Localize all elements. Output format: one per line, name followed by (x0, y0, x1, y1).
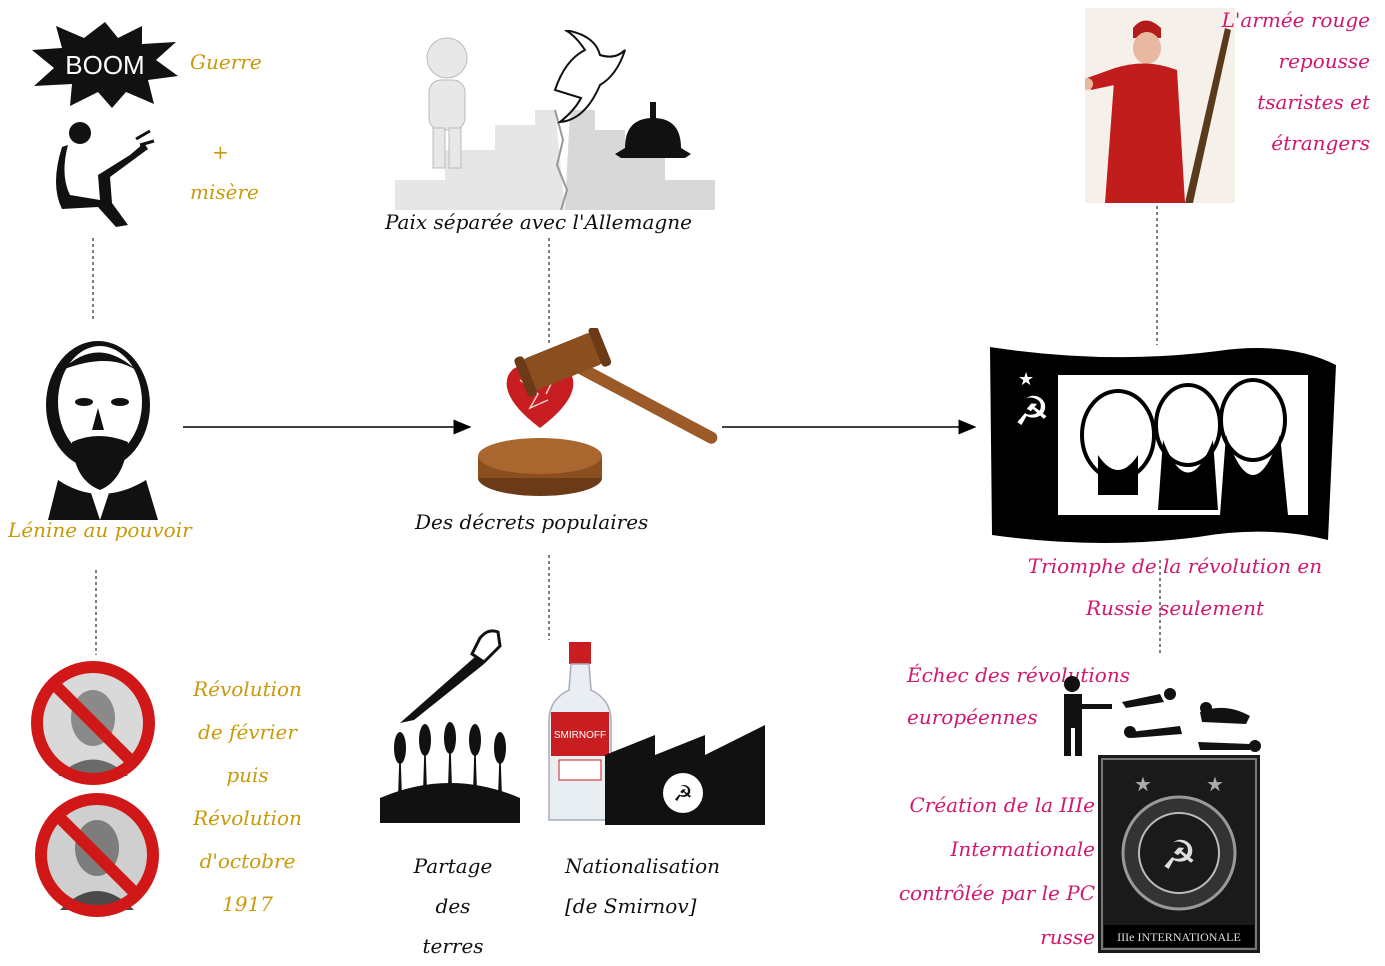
misere-label: misère (190, 180, 259, 204)
partage-label: Partage des terres (413, 854, 493, 958)
paix-illustration (395, 30, 715, 210)
gavel-heart-icon (478, 328, 718, 496)
svg-text:★: ★ (1018, 369, 1034, 390)
echec-label: Échec des révolutions européennes (907, 663, 1130, 729)
dove-icon (553, 30, 626, 124)
boom-icon: BOOM (32, 22, 178, 108)
plus-label: + (212, 140, 229, 164)
creation-label: Création de la IIIe Internationale contr… (898, 793, 1095, 949)
nationalisation-label: Nationalisation [de Smirnov] (565, 854, 721, 918)
lenine-label: Lénine au pouvoir (8, 518, 192, 542)
banned-tsar-icon (31, 661, 155, 785)
factory-icon: ☭ (605, 725, 765, 825)
comintern-emblem-icon: ★ ★ ☭ IIIe INTERNATIONALE (1098, 755, 1260, 953)
armee-label: L'armée rouge repousse tsaristes et étra… (1221, 8, 1370, 155)
thinking-figure-icon (426, 37, 468, 169)
guerre-label: Guerre (190, 50, 262, 74)
wheat-icon (380, 722, 520, 823)
hammer-sickle-icon: ☭ (673, 782, 693, 807)
revolutions-label: Révolution de février puis Révolution d'… (193, 677, 302, 916)
boom-text: BOOM (65, 50, 144, 80)
soviet-flag-icon: ☭ ★ (990, 347, 1336, 544)
banned-kerensky-icon (35, 793, 159, 917)
lenin-portrait-icon (46, 341, 158, 520)
shooting-icon (1064, 676, 1261, 756)
partage-illustration (380, 629, 520, 823)
svg-text:★: ★ (1134, 772, 1152, 796)
sitting-man-icon (56, 122, 155, 227)
bottle-brand: SMIRNOFF (554, 730, 606, 741)
svg-text:☭: ☭ (1161, 833, 1197, 879)
flag-hammer-sickle-icon: ☭ (1014, 389, 1050, 435)
svg-text:★: ★ (1206, 772, 1224, 796)
knife-hand-icon (400, 629, 502, 723)
triomphe-label: Triomphe de la révolution en Russie seul… (1027, 554, 1323, 620)
red-army-soldier-icon (1085, 8, 1235, 203)
pickelhaube-icon (615, 102, 691, 158)
emblem-label: IIIe INTERNATIONALE (1117, 930, 1241, 944)
decrets-label: Des décrets populaires (415, 510, 649, 534)
vodka-bottle-icon: SMIRNOFF (548, 642, 612, 821)
paix-label: Paix séparée avec l'Allemagne (385, 210, 692, 234)
